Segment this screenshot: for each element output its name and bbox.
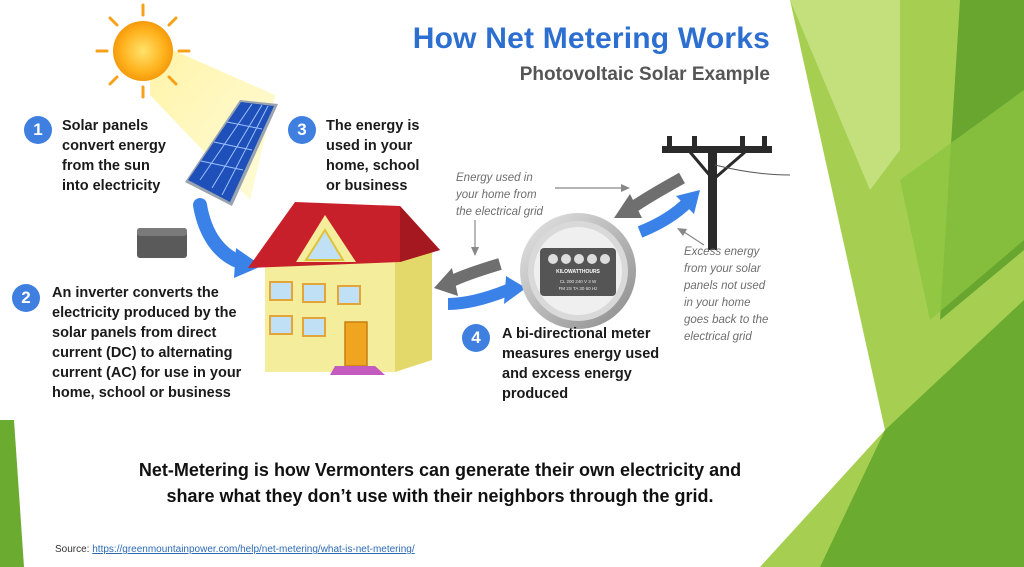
step-1-line: convert energy xyxy=(62,138,166,154)
note-line: electrical grid xyxy=(684,331,752,343)
step-3-text: The energy is used in your home, school … xyxy=(326,116,419,196)
sun-icon xyxy=(95,3,191,99)
grid-energy-note: Energy used in your home from the electr… xyxy=(456,170,543,221)
note-line: panels not used xyxy=(684,280,766,292)
source-citation: Source: https://greenmountainpower.com/h… xyxy=(55,544,415,555)
note-line: in your home xyxy=(684,297,751,309)
step-3-line: The energy is xyxy=(326,118,420,134)
note-line: Excess energy xyxy=(684,246,760,258)
step-2-line: An inverter converts the xyxy=(52,285,219,301)
pointer-arrow-excess-note xyxy=(677,228,705,246)
note-line: from your solar xyxy=(684,263,761,275)
meter-readout-1: CL 200 240 V 3 W xyxy=(560,279,597,284)
excess-energy-note: Excess energy from your solar panels not… xyxy=(684,244,768,346)
arrow-meter-to-house xyxy=(434,258,502,296)
arrow-house-to-meter xyxy=(447,276,526,310)
step-3-line: used in your xyxy=(326,138,413,154)
step-2-line: electricity produced by the xyxy=(52,305,237,321)
pointer-arrow-grid-note xyxy=(471,184,630,256)
step-1-line: Solar panels xyxy=(62,118,149,134)
step-2-badge: 2 xyxy=(12,284,40,312)
step-2-line: current (AC) for use in your xyxy=(52,365,242,381)
summary-caption: Net-Metering is how Vermonters can gener… xyxy=(60,457,820,509)
caption-line: share what they don’t use with their nei… xyxy=(166,486,714,506)
arrow-meter-to-grid xyxy=(637,190,700,238)
solar-panel-icon xyxy=(185,100,278,206)
page-title: How Net Metering Works xyxy=(412,22,770,55)
step-3-line: home, school xyxy=(326,158,420,174)
step-1-text: Solar panels convert energy from the sun… xyxy=(62,116,166,196)
meter-icon xyxy=(520,213,636,329)
step-1-line: into electricity xyxy=(62,178,161,194)
step-4-line: produced xyxy=(502,386,569,402)
utility-pole-icon xyxy=(662,136,791,250)
note-line: Energy used in xyxy=(456,172,533,184)
source-label: Source: xyxy=(55,544,90,555)
inverter-icon xyxy=(137,228,187,258)
step-2-line: current (DC) to alternating xyxy=(52,345,233,361)
arrow-panel-to-house xyxy=(193,198,262,278)
step-1-line: from the sun xyxy=(62,158,150,174)
note-line: goes back to the xyxy=(684,314,769,326)
step-4-line: and excess energy xyxy=(502,366,632,382)
step-1-badge: 1 xyxy=(24,116,52,144)
page-subtitle: Photovoltaic Solar Example xyxy=(519,64,770,85)
meter-label: KILOWATTHOURS xyxy=(556,269,600,275)
step-2-text: An inverter converts the electricity pro… xyxy=(52,283,241,403)
step-4-text: A bi-directional meter measures energy u… xyxy=(502,324,659,404)
arrow-grid-to-meter xyxy=(614,172,685,218)
step-3-line: or business xyxy=(326,178,408,194)
step-2-line: home, school or business xyxy=(52,385,231,401)
green-decoration-right xyxy=(760,0,1024,567)
source-link[interactable]: https://greenmountainpower.com/help/net-… xyxy=(92,544,415,555)
note-line: your home from xyxy=(456,189,537,201)
caption-line: Net-Metering is how Vermonters can gener… xyxy=(138,460,742,480)
house-icon xyxy=(248,202,440,375)
step-2-line: solar panels from direct xyxy=(52,325,217,341)
step-4-line: measures energy used xyxy=(502,346,660,362)
meter-readout-2: FM 2S TA 30 60 Hz xyxy=(559,286,599,291)
step-3-badge: 3 xyxy=(288,116,316,144)
step-4-line: A bi-directional meter xyxy=(502,326,651,342)
step-4-badge: 4 xyxy=(462,324,490,352)
note-line: the electrical grid xyxy=(456,206,543,218)
green-decoration-left xyxy=(0,420,24,567)
